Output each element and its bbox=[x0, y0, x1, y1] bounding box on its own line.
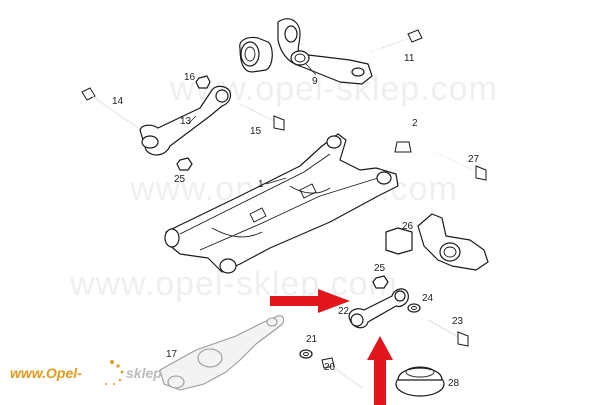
highlight-arrows bbox=[270, 289, 393, 405]
arrow-up bbox=[367, 336, 393, 405]
label-25-upper: 25 bbox=[174, 174, 186, 185]
leader-lines bbox=[187, 63, 317, 185]
part-16-nut bbox=[195, 75, 211, 89]
label-17: 17 bbox=[166, 349, 178, 360]
label-14: 14 bbox=[112, 96, 124, 107]
label-24: 24 bbox=[422, 293, 434, 304]
part-9-upper-arm bbox=[239, 18, 373, 85]
part-2-bolt bbox=[394, 108, 412, 153]
label-11: 11 bbox=[404, 53, 415, 64]
label-13: 13 bbox=[180, 116, 192, 127]
part-20-bolt bbox=[321, 357, 363, 389]
label-26: 26 bbox=[402, 221, 414, 232]
label-20: 20 bbox=[324, 362, 336, 373]
label-22: 22 bbox=[338, 306, 350, 317]
label-2: 2 bbox=[412, 118, 418, 129]
label-9: 9 bbox=[312, 76, 318, 87]
logo-text-left: www.Opel- bbox=[10, 365, 82, 381]
part-28-cap bbox=[395, 366, 445, 397]
label-15: 15 bbox=[250, 126, 262, 137]
label-27: 27 bbox=[468, 154, 480, 165]
part-23-bolt bbox=[427, 319, 469, 347]
site-logo: www.Opel- sklep bbox=[10, 360, 162, 385]
part-25-nut-upper bbox=[176, 157, 193, 171]
part-13-link bbox=[139, 85, 232, 156]
part-17-trailing-arm bbox=[159, 315, 285, 391]
part-number-labels: 1 2 9 11 13 14 15 16 17 20 21 22 23 24 2… bbox=[112, 53, 480, 389]
label-1: 1 bbox=[258, 179, 264, 190]
logo-swirl-icon bbox=[105, 360, 124, 385]
part-21-washer bbox=[299, 349, 313, 359]
part-25-nut-lower bbox=[372, 275, 389, 289]
part-22-lower-link bbox=[348, 288, 409, 329]
part-26-bushing-clamp bbox=[385, 213, 489, 271]
part-1-subframe bbox=[164, 133, 399, 274]
label-28: 28 bbox=[448, 378, 460, 389]
part-27-bolt bbox=[433, 151, 487, 181]
label-23: 23 bbox=[452, 316, 464, 327]
label-16: 16 bbox=[184, 72, 196, 83]
part-14-bolt bbox=[81, 87, 139, 129]
part-15-bolt bbox=[239, 103, 285, 131]
logo-text-right: sklep bbox=[126, 365, 162, 381]
label-25-lower: 25 bbox=[374, 263, 386, 274]
arrow-right bbox=[270, 289, 350, 313]
part-24-washer bbox=[407, 303, 421, 313]
label-21: 21 bbox=[306, 334, 318, 345]
part-11-bolt bbox=[369, 29, 423, 53]
